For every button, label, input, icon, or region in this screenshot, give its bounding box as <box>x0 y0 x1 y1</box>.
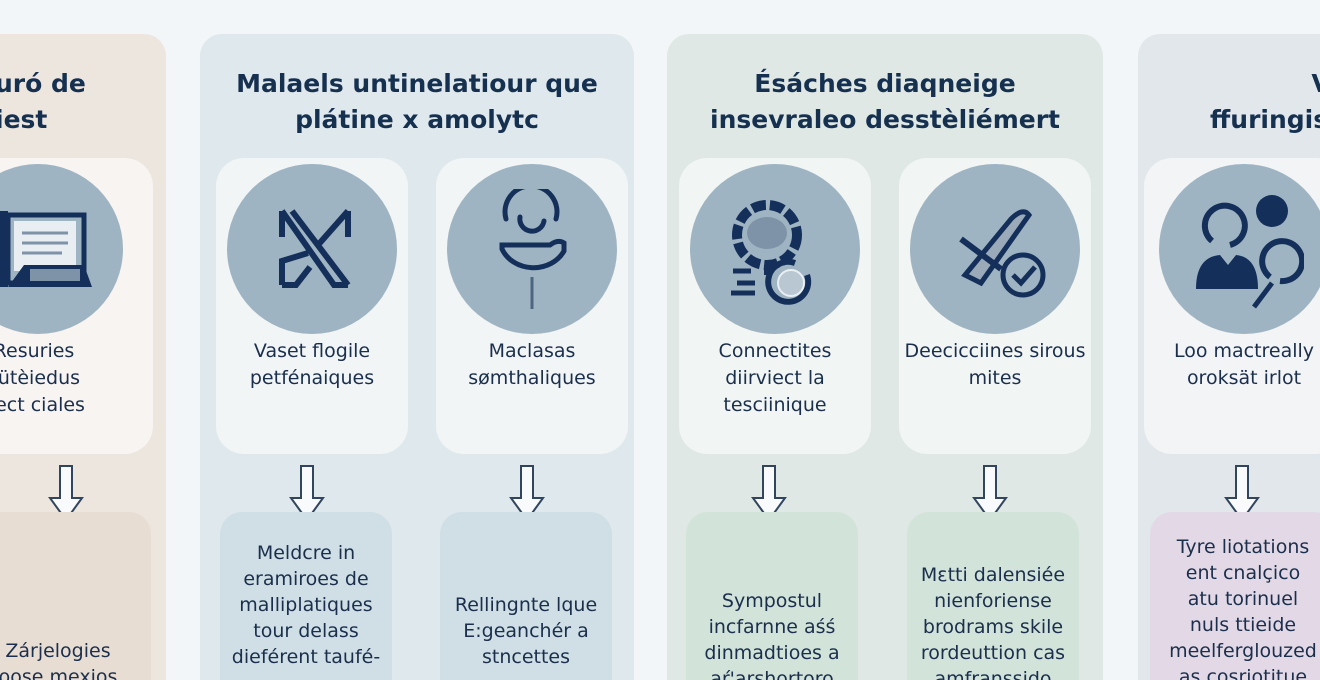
panel-2: Malaels untinelatiour que plátine x amol… <box>200 34 634 680</box>
down-arrow-icon <box>751 465 787 522</box>
down-arrow-icon <box>509 465 545 522</box>
down-arrow-icon <box>972 465 1008 522</box>
person-search-icon <box>1159 164 1320 334</box>
step-label: Maclasas sømthaliques <box>468 340 596 389</box>
outcome-box: Meldcre in eramiroes de malliplatiques t… <box>220 512 392 680</box>
outcome-box: Tyre liotations ent cnalçico atu torinue… <box>1150 512 1320 680</box>
step-card: Maclasas sømthaliques <box>436 158 628 454</box>
gear-lens-icon <box>690 164 860 334</box>
step-label: Connectites diirviect la tesciinique <box>718 340 832 416</box>
panel-title: Malaels untinelatiour que plátine x amol… <box>236 69 598 134</box>
down-arrow-icon <box>1224 465 1260 522</box>
step-card: Vaset flogile petfénaiques <box>216 158 408 454</box>
outcome-box: Rellingnte lque E:geanchér a stncettes <box>440 512 612 680</box>
tool-check-icon <box>910 164 1080 334</box>
step-label: Vaset flogile petfénaiques <box>249 340 375 389</box>
outcome-box: Mεtti dalensiée nienforiense brodrams sk… <box>907 512 1079 680</box>
step-card: Deecicciines sirous mites <box>899 158 1091 454</box>
step-label: Loo mactreally oroksät irlot <box>1173 340 1315 389</box>
panel-title: Vr ffuringiss <box>1210 69 1320 134</box>
outcome-box: Zárjelogies oose mexios fonlince <box>0 512 151 680</box>
panel-3: Ésáches diaqneige insevraleo desstèliéme… <box>667 34 1103 680</box>
figure-bowl-icon <box>447 164 617 334</box>
crossed-bars-icon <box>227 164 397 334</box>
panel-4: Vr ffuringiss Loo mactreally oroksät irl… <box>1138 34 1320 680</box>
panel-title: Ésáches diaqneige insevraleo desstèliéme… <box>710 69 1060 134</box>
down-arrow-icon <box>289 465 325 522</box>
step-card: Connectites diirviect la tesciinique <box>679 158 871 454</box>
step-card: Loo mactreally oroksät irlot <box>1144 158 1320 454</box>
panel-title: uró de iest <box>0 69 86 134</box>
outcome-box: Sympostul incfarnne aśś dinmadtioes a aŕ… <box>686 512 858 680</box>
laptop-document-icon <box>0 164 124 334</box>
step-label: Deecicciines sirous mites <box>904 340 1086 389</box>
down-arrow-icon <box>48 465 84 522</box>
